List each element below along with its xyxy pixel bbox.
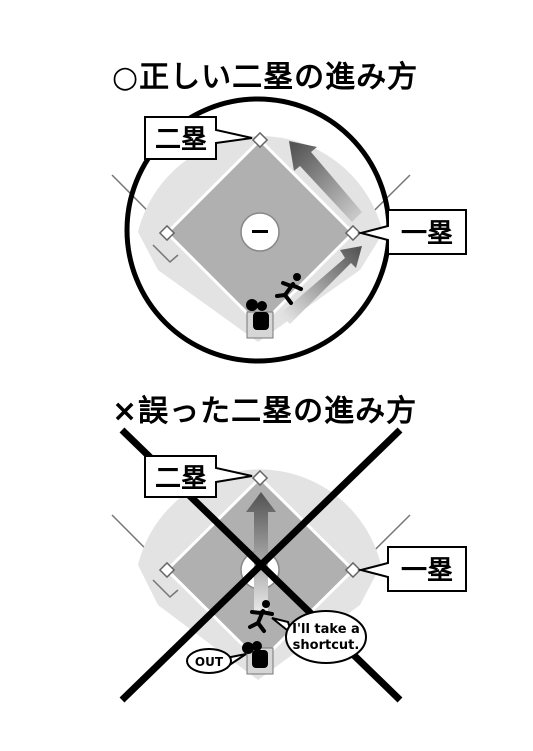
out-callout: OUT bbox=[186, 648, 247, 674]
runner-icon bbox=[248, 600, 274, 633]
first-base bbox=[344, 561, 362, 579]
coach-box-left bbox=[152, 244, 179, 264]
second-base-callout: 二塁 bbox=[144, 116, 253, 160]
speech-bubble-line-1: I'll take a bbox=[292, 622, 360, 637]
arrow-first-to-second bbox=[289, 141, 362, 222]
first-base-callout: 一塁 bbox=[357, 546, 467, 592]
third-base bbox=[158, 224, 176, 242]
second-base-callout: 二塁 bbox=[144, 455, 253, 498]
heading-correct-way: ○正しい二塁の進み方 bbox=[112, 60, 419, 95]
coach-box-left bbox=[152, 579, 179, 599]
second-base bbox=[251, 131, 269, 149]
second-base-label: 二塁 bbox=[155, 125, 207, 155]
wrong-diagram: I'll take a shortcut. OUT 二塁 一塁 bbox=[111, 427, 467, 703]
cross-out-line-2 bbox=[119, 427, 403, 703]
arrow-home-to-first bbox=[280, 246, 362, 324]
first-base-label: 一塁 bbox=[401, 219, 453, 249]
second-base-label: 二塁 bbox=[155, 464, 207, 494]
correct-diagram: 二塁 一塁 bbox=[111, 96, 467, 364]
arrow-shortcut bbox=[246, 492, 276, 612]
out-label: OUT bbox=[195, 655, 224, 669]
speech-bubble-line-2: shortcut. bbox=[293, 638, 360, 653]
heading-wrong-way: ×誤った二塁の進み方 bbox=[112, 394, 418, 429]
pitcher-plate bbox=[252, 230, 268, 233]
runner-icon bbox=[275, 273, 303, 305]
second-base bbox=[251, 469, 269, 487]
third-base bbox=[158, 561, 176, 579]
first-base-callout: 一塁 bbox=[357, 209, 467, 255]
first-base-label: 一塁 bbox=[401, 556, 453, 586]
catcher-icon bbox=[246, 299, 269, 330]
catcher-icon bbox=[242, 641, 268, 668]
speech-bubble: I'll take a shortcut. bbox=[271, 610, 367, 664]
first-base bbox=[344, 224, 362, 242]
